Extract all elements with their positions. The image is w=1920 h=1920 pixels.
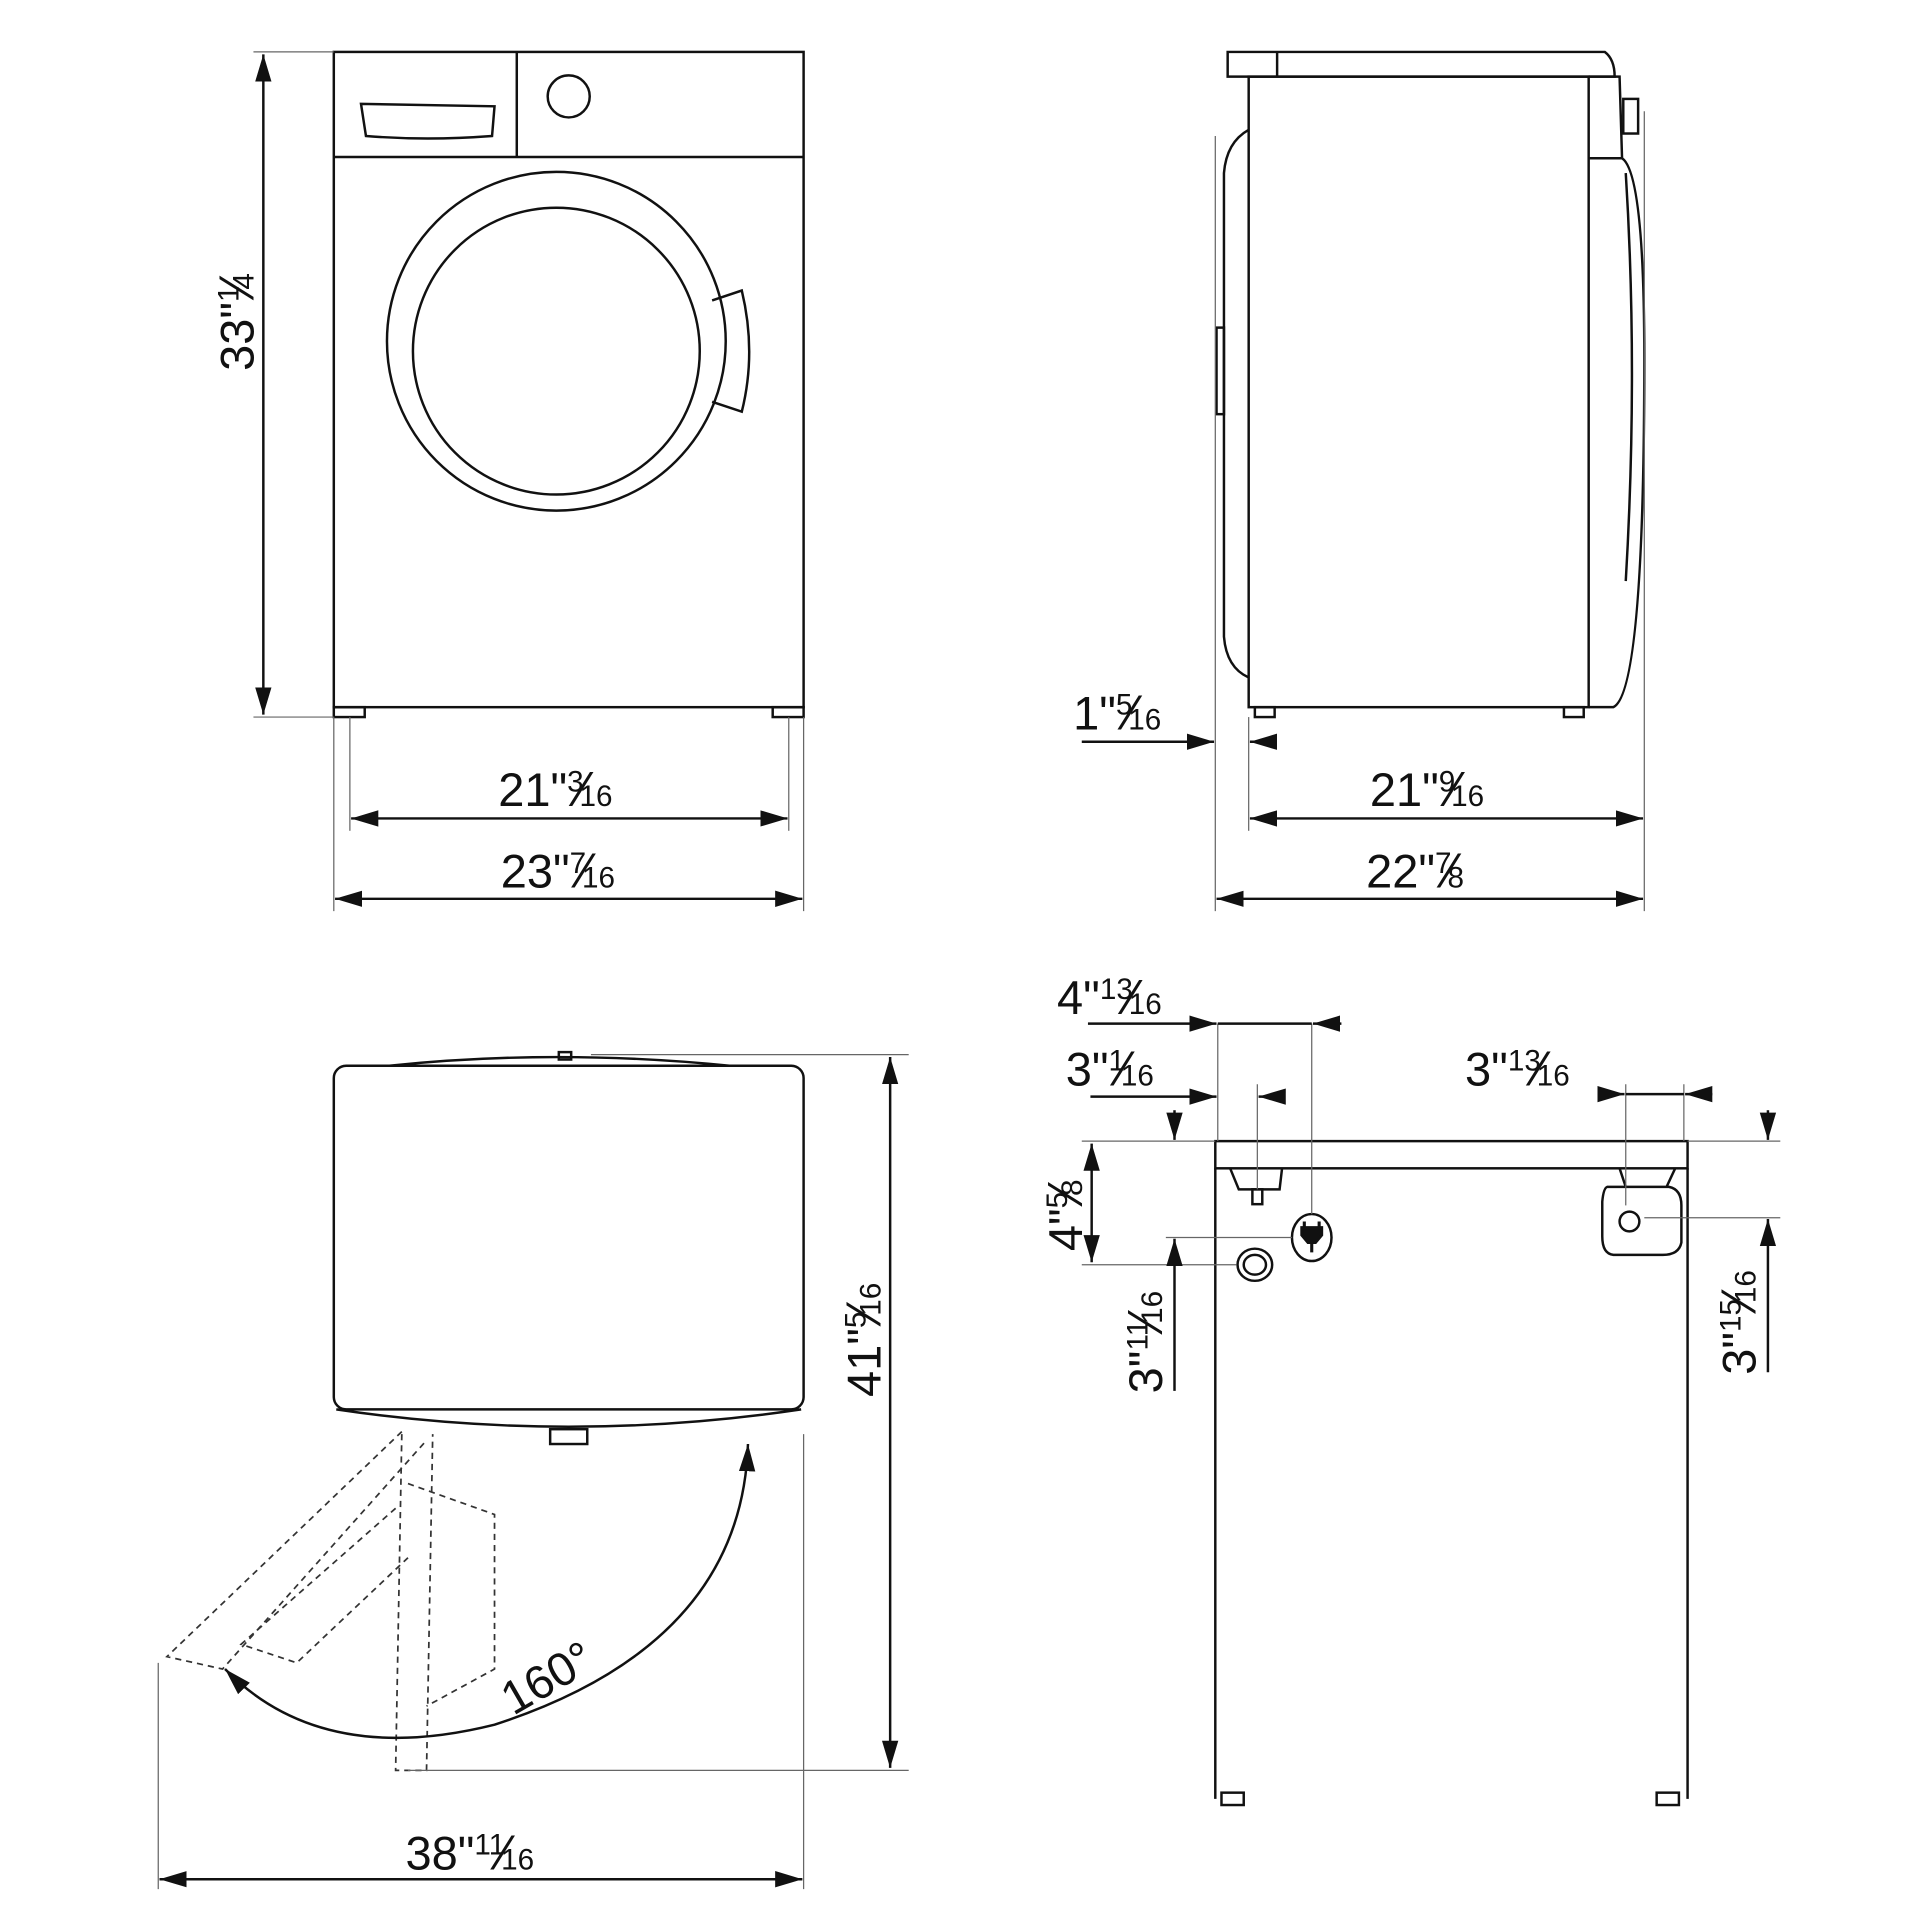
- dimension-whole: 3": [1066, 1042, 1109, 1095]
- dimension-den: 4: [227, 273, 260, 290]
- detergent-drawer: [359, 102, 496, 140]
- dimension-den: 16: [854, 1283, 887, 1316]
- front-view: [253, 50, 805, 912]
- back-view: [1081, 1015, 1781, 1807]
- dimension-den: 16: [1129, 988, 1162, 1021]
- dimension-num: 7: [1435, 847, 1452, 880]
- dimension-whole: 3": [1465, 1042, 1508, 1095]
- dimension-den: 16: [1121, 1059, 1154, 1092]
- dimension-num: 3: [567, 765, 584, 798]
- dimension-label-front-height: 33"1⁄4: [209, 273, 264, 371]
- foot: [332, 705, 366, 719]
- dimension-label-door-open-width: 38"11⁄16: [406, 1825, 535, 1880]
- dimension-label-side-door-offset: 1"5⁄16: [1073, 685, 1161, 740]
- dimension-num: 5: [1116, 689, 1133, 722]
- dimension-label-door-open-depth: 41"5⁄16: [836, 1283, 891, 1397]
- side-view: [1081, 50, 1646, 912]
- door-handle: [711, 288, 751, 414]
- door-glass: [411, 206, 701, 496]
- dimension-num: 1: [1109, 1045, 1126, 1078]
- dimension-den: 16: [582, 862, 615, 895]
- dimension-label-back-inlet-depth: 4"5⁄8: [1038, 1179, 1093, 1251]
- dimension-num: 9: [1439, 765, 1456, 798]
- dimension-num: 11: [474, 1828, 505, 1861]
- door-outer-ring: [385, 170, 727, 512]
- dimension-den: 16: [1537, 1059, 1570, 1092]
- control-knob: [546, 74, 591, 119]
- dimension-whole: 38": [406, 1826, 475, 1879]
- dimension-labels: 33"1⁄4 21"3⁄16 23"7⁄16 1"5⁄16 21"9⁄16 22"7⁄8 4…: [209, 273, 1766, 1880]
- dimension-label-back-power-depth: 3"11⁄16: [1118, 1291, 1173, 1393]
- dimension-label-side-depth: 22"7⁄8: [1366, 844, 1464, 899]
- dimension-den: 16: [1128, 703, 1161, 736]
- dimension-label-back-inlet-offset: 3"1⁄16: [1066, 1041, 1154, 1096]
- dimension-num: 7: [570, 847, 587, 880]
- dimension-num: 11: [1121, 1320, 1154, 1351]
- dimension-whole: 33": [210, 302, 263, 371]
- foot: [1253, 705, 1276, 719]
- foot: [771, 705, 805, 719]
- door-profile: [1222, 128, 1250, 679]
- power-plug-glyph: [1300, 1221, 1324, 1253]
- dimension-label-front-width: 23"7⁄16: [501, 844, 615, 899]
- dimension-whole: 1": [1073, 686, 1116, 739]
- dimension-num: 5: [1041, 1192, 1074, 1209]
- foot: [1562, 705, 1585, 719]
- opening-angle-arc: [224, 1443, 756, 1739]
- dimension-label-back-power-offset: 4"13⁄16: [1057, 970, 1162, 1025]
- closed-door-outline: [394, 1434, 434, 1772]
- dimension-den: 8: [1056, 1179, 1089, 1196]
- foot: [1220, 1791, 1245, 1807]
- dimension-den: 16: [501, 1843, 534, 1876]
- inlet-hose-connector: [1236, 1247, 1274, 1283]
- dimension-whole: 23": [501, 845, 570, 898]
- dimension-whole: 3": [1713, 1332, 1766, 1375]
- dimension-label-front-width-feet: 21"3⁄16: [498, 762, 612, 817]
- door-open-top-view: 160°: [157, 1050, 909, 1890]
- opening-angle-label: 160°: [492, 1630, 603, 1724]
- dimension-label-back-drain-depth: 3"15⁄16: [1712, 1270, 1767, 1375]
- dimension-den: 8: [1447, 862, 1463, 895]
- dimension-den: 16: [580, 780, 613, 813]
- dimension-num: 1: [213, 285, 246, 302]
- dimension-den: 16: [1730, 1270, 1763, 1303]
- dimension-whole: 21": [1370, 763, 1439, 816]
- dimension-num: 13: [1508, 1045, 1541, 1078]
- dimension-label-back-drain-offset: 3"13⁄16: [1465, 1041, 1570, 1096]
- dimension-whole: 41": [837, 1328, 890, 1397]
- dimension-num: 5: [839, 1312, 872, 1329]
- water-inlet: [1228, 1167, 1284, 1191]
- dimension-num: 13: [1100, 973, 1133, 1006]
- dimension-label-side-depth-body: 21"9⁄16: [1370, 762, 1484, 817]
- open-door-outline: [165, 1431, 428, 1670]
- drain-outlet: [1601, 1167, 1683, 1257]
- dimension-whole: 3": [1119, 1351, 1172, 1394]
- dimension-num: 15: [1715, 1299, 1748, 1332]
- dimension-den: 16: [1136, 1291, 1169, 1324]
- dimension-whole: 4": [1039, 1208, 1092, 1251]
- dimension-whole: 22": [1366, 845, 1435, 898]
- dimension-den: 16: [1451, 780, 1484, 813]
- dimension-whole: 21": [498, 763, 567, 816]
- dimension-whole: 4": [1057, 971, 1100, 1024]
- foot: [1655, 1791, 1681, 1807]
